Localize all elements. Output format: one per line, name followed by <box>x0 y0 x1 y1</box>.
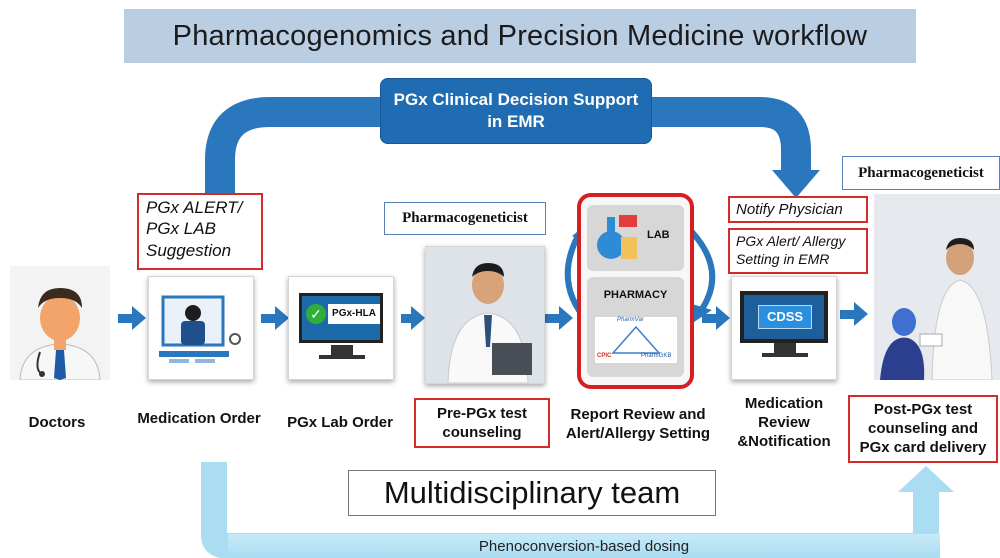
medication-order-card <box>148 276 254 380</box>
pre-counseling-photo <box>425 246 545 384</box>
alert-note-line2: PGx LAB <box>146 219 216 239</box>
lab-label: LAB <box>647 229 670 241</box>
bottom-label: Phenoconversion-based dosing <box>478 537 690 555</box>
cdss-card: CDSS <box>731 276 837 380</box>
caption-medication-review: Medication Review &Notification <box>728 395 840 451</box>
flow-arrow-6 <box>840 302 868 326</box>
check-icon: ✓ <box>306 304 326 324</box>
notify-text: Notify Physician <box>736 201 843 218</box>
lab-flask-icon <box>597 215 637 259</box>
pharmacy-triangle <box>611 325 661 354</box>
report-review-line2: Alert/Allergy Setting <box>565 424 711 442</box>
monitor-stand <box>331 345 353 355</box>
pharmvar-label: PharmVar <box>617 317 644 323</box>
post-counseling-photo <box>874 194 1000 381</box>
notify-physician-note: Notify Physician <box>728 196 868 223</box>
cdss-stand <box>774 343 796 353</box>
report-review-line1: Report Review and <box>570 406 706 423</box>
pre-counseling-line2: counseling <box>442 423 522 441</box>
lab-panel: LAB <box>587 205 684 271</box>
alert-note-line3: Suggestion <box>146 240 232 260</box>
pgx-hla-label: PGx-HLA <box>328 304 380 324</box>
pharmgkb-label: PharmGKB <box>641 353 672 359</box>
cpic-label: CPIC <box>597 353 612 359</box>
post-counseling-line2: counseling and <box>867 419 978 437</box>
pharmacogeneticist-pre-text: Pharmacogeneticist <box>402 210 528 226</box>
caption-report-review: Report Review and Alert/Allergy Setting <box>555 406 721 444</box>
monitor-screen: ✓ PGx-HLA <box>299 293 383 343</box>
phenoconversion-band: Phenoconversion-based dosing <box>228 534 940 558</box>
caption-pgx-lab-order: PGx Lab Order <box>287 414 393 431</box>
alert-allergy-line2: Setting in EMR <box>736 250 830 267</box>
caption-doctors: Doctors <box>28 414 86 431</box>
post-counseling-line1: Post-PGx test <box>873 401 973 418</box>
team-label: Multidisciplinary team <box>383 475 681 510</box>
post-counseling-illustration <box>874 194 1000 381</box>
cdss-base <box>762 353 808 357</box>
doctor-card <box>10 266 110 381</box>
flow-arrow-4 <box>545 306 573 330</box>
arc-right-pipe <box>648 97 811 178</box>
page-title: Pharmacogenomics and Precision Medicine … <box>172 19 868 52</box>
doctor-illustration <box>19 288 101 381</box>
cdss-label: CDSS <box>758 305 812 329</box>
arc-left-pipe <box>205 97 385 215</box>
pharmacy-mini-diagram: PharmVar CPIC PharmGKB <box>595 317 677 363</box>
post-counseling-line3: PGx card delivery <box>859 438 987 456</box>
alert-allergy-note: PGx Alert/ Allergy Setting in EMR <box>728 228 868 274</box>
pharmacogeneticist-label-post: Pharmacogeneticist <box>842 156 1000 190</box>
caption-medication-order: Medication Order <box>137 410 261 427</box>
multidisciplinary-team-box: Multidisciplinary team <box>348 470 716 516</box>
bottom-pipe-arrowhead <box>898 466 954 492</box>
pharmacy-label: PHARMACY <box>603 289 668 301</box>
cdss-screen: CDSS <box>740 291 828 343</box>
arc-right-arrowhead <box>772 170 820 198</box>
cds-box: PGx Clinical Decision Support in EMR <box>380 78 652 144</box>
medication-review-line2: Review <box>758 413 810 431</box>
pharmacist-illustration <box>426 247 544 384</box>
flow-arrow-3 <box>401 306 425 330</box>
cds-line2: in EMR <box>487 112 545 131</box>
caption-post-counseling: Post-PGx test counseling and PGx card de… <box>848 395 998 463</box>
medication-review-line1: Medication <box>744 395 824 412</box>
cycle-right-arrow <box>689 229 716 314</box>
alert-allergy-line1: PGx Alert/ Allergy <box>736 233 846 249</box>
pharmacy-panel: PHARMACY PharmVar CPIC PharmGKB <box>587 277 684 377</box>
pgx-lab-order-card: ✓ PGx-HLA <box>288 276 394 380</box>
title-banner: Pharmacogenomics and Precision Medicine … <box>124 9 916 63</box>
computer-user-illustration <box>159 295 241 363</box>
flow-arrow-2 <box>261 306 289 330</box>
lab-pharmacy-frame: LAB PHARMACY PharmVar CPIC PharmGKB <box>577 193 694 389</box>
flow-arrow-5 <box>702 306 730 330</box>
monitor-base <box>319 355 365 359</box>
pharmacogeneticist-label-pre: Pharmacogeneticist <box>384 202 546 235</box>
flow-arrow-1 <box>118 306 146 330</box>
cds-line1: PGx Clinical Decision Support <box>393 89 639 109</box>
medication-review-line3: &Notification <box>737 432 831 450</box>
caption-pre-counseling: Pre-PGx test counseling <box>414 398 550 448</box>
alert-note: PGx ALERT/ PGx LAB Suggestion <box>137 193 263 270</box>
alert-note-line1: PGx ALERT/ <box>146 198 243 217</box>
pre-counseling-line1: Pre-PGx test <box>436 405 528 422</box>
pharmacogeneticist-post-text: Pharmacogeneticist <box>858 164 984 181</box>
